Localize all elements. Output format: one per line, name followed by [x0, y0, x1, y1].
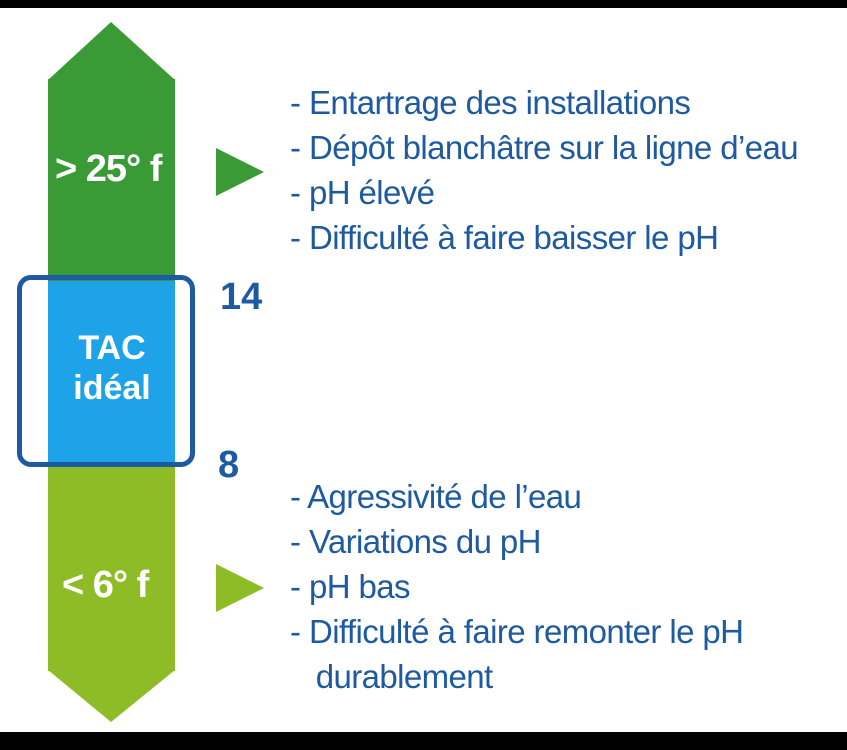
ideal-upper-bound: 14 [220, 276, 263, 318]
high-zone-pointer-icon [216, 148, 264, 196]
high-effect-item: - Difficulté à faire baisser le pH [290, 219, 719, 256]
low-zone-pointer-icon [216, 564, 264, 612]
low-effect-item: durablement [290, 658, 493, 695]
high-effect-item: - Dépôt blanchâtre sur la ligne d’eau [290, 129, 799, 166]
tac-scale-arrow [48, 22, 175, 722]
low-zone-bar [48, 462, 175, 671]
low-effect-item: - Difficulté à faire remonter le pH [290, 613, 744, 650]
high-effect-item: - Entartrage des installations [290, 84, 691, 121]
high-zone-arrowhead [48, 22, 175, 80]
low-effect-item: - Agressivité de l’eau [290, 478, 582, 515]
high-effects-list: - Entartrage des installations - Dépôt b… [290, 80, 799, 260]
low-effect-item: - pH bas [290, 568, 411, 605]
ideal-label-line1: TAC [78, 329, 146, 367]
low-effects-list: - Agressivité de l’eau - Variations du p… [290, 474, 744, 699]
ideal-range-label: TAC idéal [48, 328, 176, 408]
high-effect-item: - pH élevé [290, 174, 435, 211]
tac-diagram: > 25° f < 6° f TAC idéal 14 8 - Entartra… [0, 8, 847, 732]
low-threshold-label: < 6° f [62, 564, 149, 606]
ideal-label-line2: idéal [73, 369, 151, 407]
high-threshold-label: > 25° f [55, 148, 162, 190]
high-zone-bar [48, 79, 175, 282]
ideal-zone-bar [48, 281, 175, 463]
ideal-lower-bound: 8 [218, 444, 240, 486]
low-effect-item: - Variations du pH [290, 523, 541, 560]
ideal-range-frame [17, 275, 195, 467]
low-zone-arrowhead [48, 670, 175, 722]
